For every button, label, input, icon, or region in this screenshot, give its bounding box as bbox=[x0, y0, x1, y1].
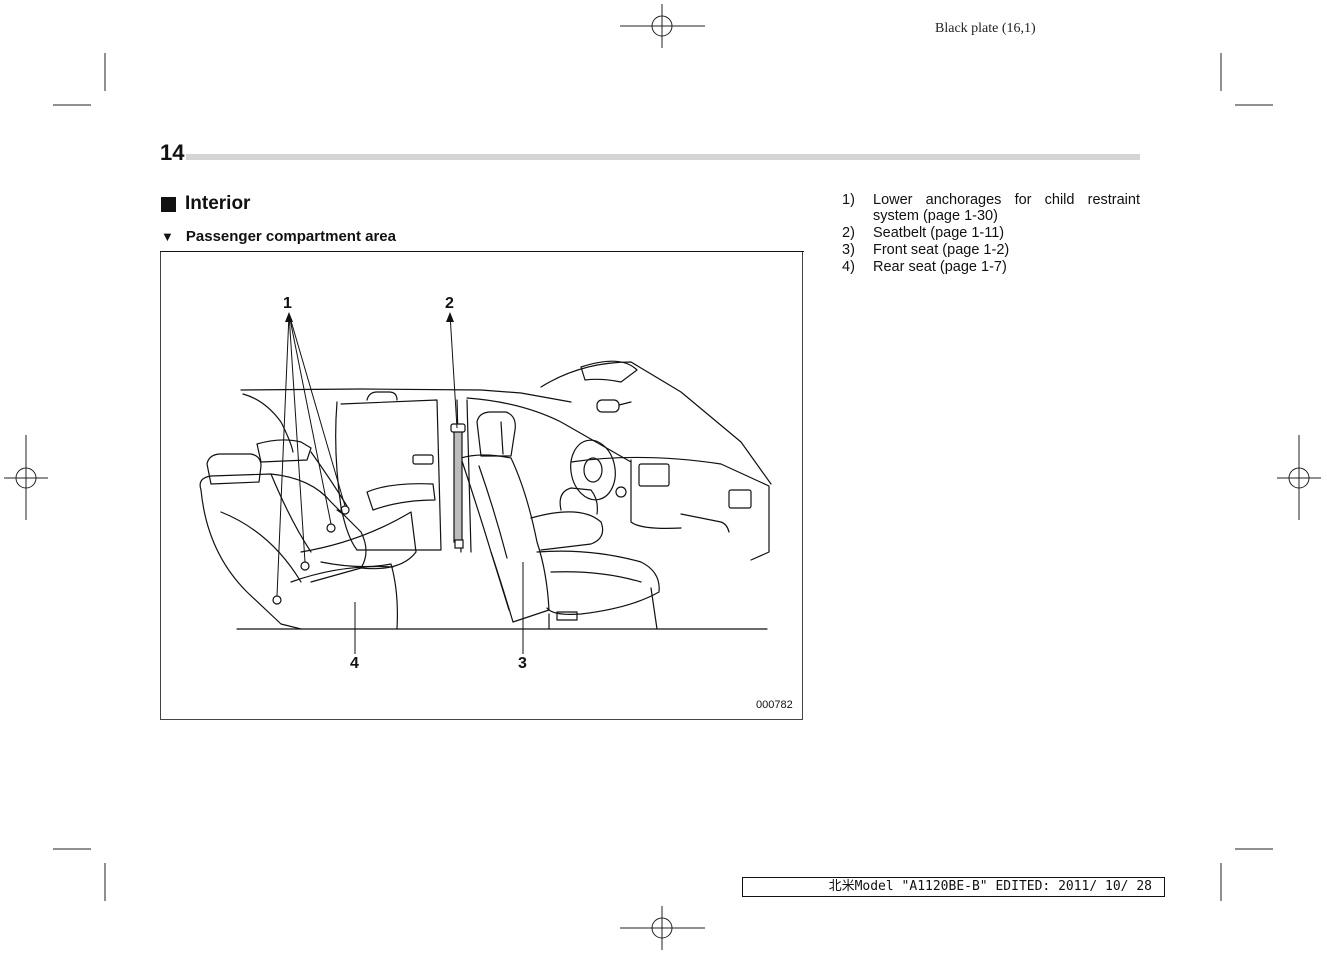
legend-list: 1) Lower anchorages for child restraint … bbox=[842, 192, 1140, 276]
car-interior-illustration bbox=[199, 312, 772, 654]
heading-rule bbox=[160, 251, 804, 252]
legend-text: Lower anchorages for child restraint sys… bbox=[873, 192, 1140, 224]
section-heading: Interior bbox=[161, 193, 250, 215]
footer-edit-stamp: 北米Model "A1120BE-B" EDITED: 2011/ 10/ 28 bbox=[742, 877, 1165, 897]
legend-item: 4) Rear seat (page 1-7) bbox=[842, 259, 1140, 275]
callout-2: 2 bbox=[445, 295, 454, 312]
legend-item: 3) Front seat (page 1-2) bbox=[842, 242, 1140, 258]
legend-number: 4) bbox=[842, 259, 855, 275]
square-bullet-icon bbox=[161, 196, 176, 212]
legend-number: 1) bbox=[842, 192, 855, 208]
legend-item: 1) Lower anchorages for child restraint … bbox=[842, 192, 1140, 224]
figure-code: 000782 bbox=[756, 699, 793, 711]
header-bar bbox=[186, 154, 1140, 160]
legend-text: Front seat (page 1-2) bbox=[873, 242, 1010, 258]
triangle-bullet-icon: ▼ bbox=[161, 229, 174, 244]
legend-text: Rear seat (page 1-7) bbox=[873, 259, 1007, 275]
page-number: 14 bbox=[160, 140, 185, 165]
interior-figure: 1 2 3 4 000782 bbox=[160, 252, 803, 720]
callout-3: 3 bbox=[518, 655, 527, 672]
callout-4: 4 bbox=[350, 655, 359, 672]
plate-label: Black plate (16,1) bbox=[935, 21, 1036, 36]
legend-item: 2) Seatbelt (page 1-11) bbox=[842, 225, 1140, 241]
section-title: Interior bbox=[185, 193, 251, 214]
legend-text: Seatbelt (page 1-11) bbox=[873, 225, 1005, 241]
legend-number: 3) bbox=[842, 242, 855, 258]
legend-number: 2) bbox=[842, 225, 855, 241]
subsection-heading: ▼ Passenger compartment area bbox=[161, 228, 396, 245]
subsection-title: Passenger compartment area bbox=[185, 228, 396, 245]
callout-1: 1 bbox=[283, 295, 292, 312]
